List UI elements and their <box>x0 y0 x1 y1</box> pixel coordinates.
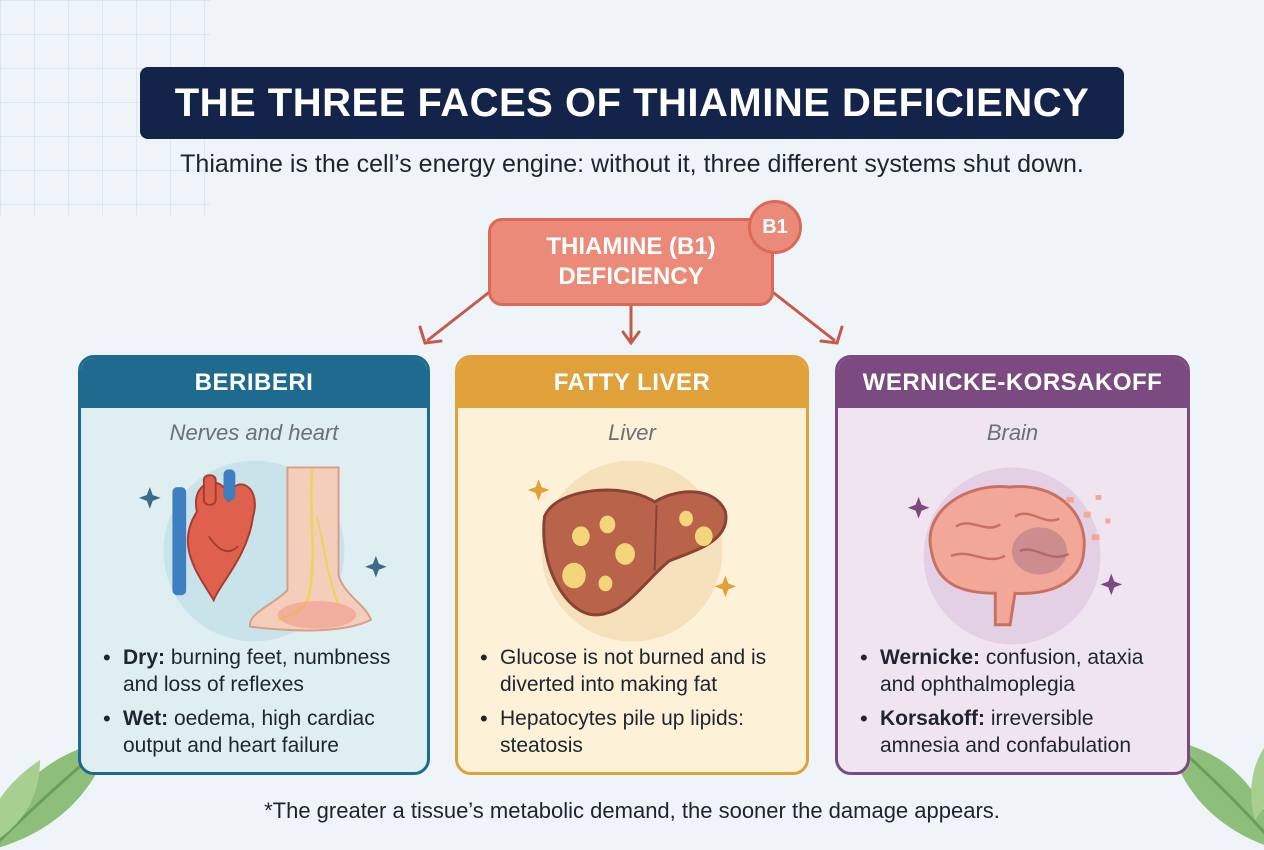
card-beriberi: BERIBERI Nerves and heart Dry: burning f… <box>78 355 430 775</box>
bullet-item: Dry: burning feet, numbness and loss of … <box>99 644 415 698</box>
illustration-fatty-liver <box>527 460 737 642</box>
root-label-line1: THIAMINE (B1) <box>546 233 716 260</box>
b1-badge: B1 <box>748 200 802 254</box>
card-subtitle: Brain <box>986 420 1039 445</box>
card-fatty-liver: FATTY LIVER Liver Glucose is not burned … <box>455 355 809 775</box>
arrow-to-beriberi <box>426 288 494 342</box>
brain-icon <box>928 485 1111 627</box>
bullet-item: Wet: oedema, high cardiac output and hea… <box>99 705 415 759</box>
bullet-item: Korsakoff: irreversible amnesia and conf… <box>856 705 1175 759</box>
card-title: FATTY LIVER <box>458 358 806 408</box>
root-node-thiamine-deficiency: THIAMINE (B1) DEFICIENCY <box>488 218 774 306</box>
card-subtitle: Liver <box>608 420 656 445</box>
card-subtitle: Nerves and heart <box>169 420 339 445</box>
leg-nerves-icon <box>249 466 373 632</box>
illustration-beriberi <box>138 460 387 642</box>
title-banner: THE THREE FACES OF THIAMINE DEFICIENCY <box>140 67 1124 139</box>
arrow-to-wernicke <box>768 288 836 342</box>
bullet-item: Glucose is not burned and is diverted in… <box>476 644 794 698</box>
heart-icon <box>172 469 256 603</box>
card-title: WERNICKE-KORSAKOFF <box>838 358 1187 408</box>
root-label-line2: DEFICIENCY <box>558 263 704 290</box>
bullet-item: Hepatocytes pile up lipids: steatosis <box>476 705 794 759</box>
illustration-brain <box>907 467 1123 645</box>
card-title: BERIBERI <box>81 358 427 408</box>
card-wernicke-korsakoff: WERNICKE-KORSAKOFF Brain Wernicke: confu… <box>835 355 1190 775</box>
page-subtitle: Thiamine is the cell’s energy engine: wi… <box>180 150 1084 178</box>
footnote: *The greater a tissue’s metabolic demand… <box>264 798 1000 823</box>
page-title: THE THREE FACES OF THIAMINE DEFICIENCY <box>174 80 1090 125</box>
bullet-item: Wernicke: confusion, ataxia and ophthalm… <box>856 644 1175 698</box>
liver-icon <box>542 488 728 617</box>
